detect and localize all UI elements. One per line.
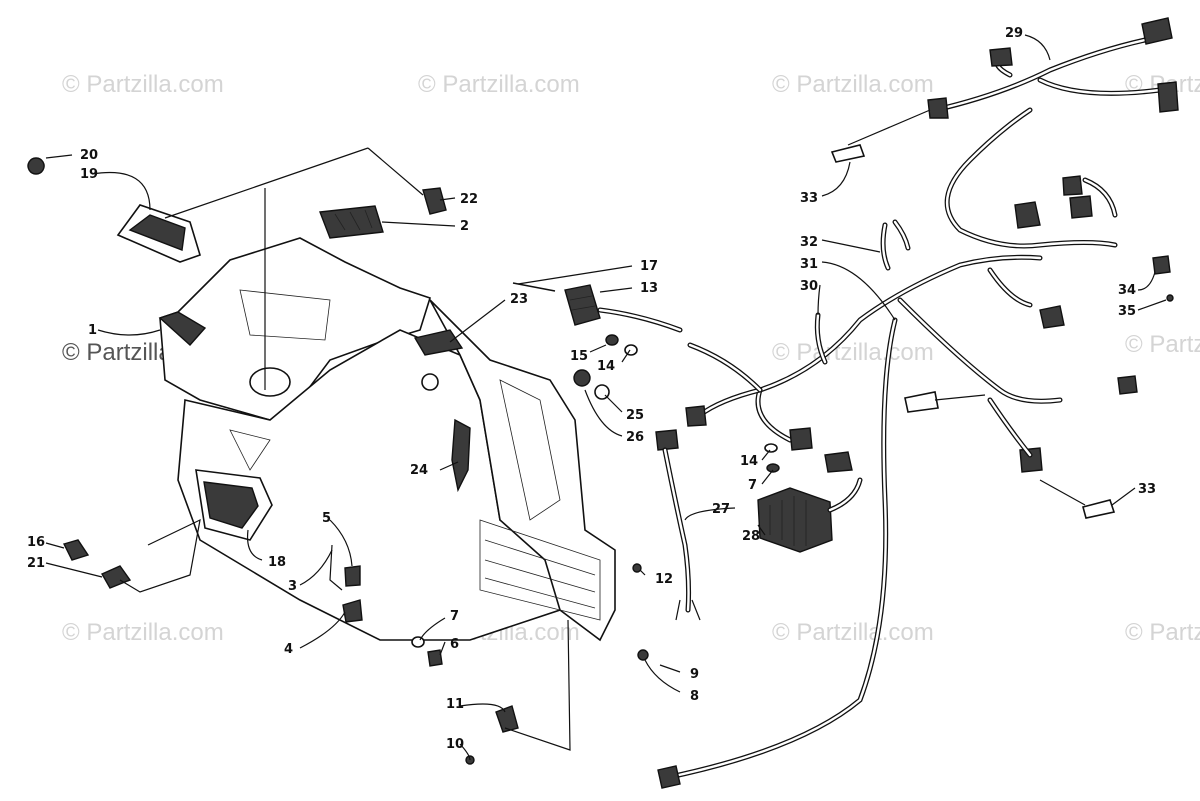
- callout-35: 35: [1118, 304, 1136, 319]
- callout-28: 28: [742, 529, 760, 544]
- part-2: [319, 205, 384, 239]
- wiring-harness: [655, 17, 1179, 789]
- upper-components: [27, 147, 447, 390]
- watermark: © Partzilla.com: [772, 71, 934, 98]
- callout-21: 21: [27, 556, 45, 571]
- callout-23: 23: [510, 292, 528, 307]
- part-22: [422, 187, 447, 215]
- part-16: [62, 539, 90, 561]
- watermark: © Partzilla.com: [62, 619, 224, 646]
- callout-27: 27: [712, 502, 730, 517]
- watermark: © Partzilla.com: [62, 71, 224, 98]
- callout-18: 18: [268, 555, 286, 570]
- callout-leaders: [45, 34, 1167, 761]
- callout-6: 6: [450, 637, 459, 652]
- callout-34: 34: [1118, 283, 1136, 298]
- callout-8: 8: [690, 689, 699, 704]
- switch-components: [512, 282, 683, 400]
- callout-12: 12: [655, 572, 673, 587]
- callout-24: 24: [410, 463, 428, 478]
- part-5: [344, 565, 361, 587]
- watermark: © Partzilla.com: [418, 71, 580, 98]
- callout-7: 7: [748, 478, 757, 493]
- callout-15: 15: [570, 349, 588, 364]
- callout-14: 14: [740, 454, 758, 469]
- callout-1: 1: [88, 323, 97, 338]
- callout-17: 17: [640, 259, 658, 274]
- callout-14: 14: [597, 359, 615, 374]
- part-13: [564, 284, 601, 326]
- watermark: © Partzilla.com: [772, 619, 934, 646]
- callout-20: 20: [80, 148, 98, 163]
- callout-16: 16: [27, 535, 45, 550]
- callout-9: 9: [690, 667, 699, 682]
- part-4: [342, 599, 363, 623]
- callout-5: 5: [322, 511, 331, 526]
- watermark: © Partzilla.com: [1125, 619, 1200, 646]
- watermark: © Partzilla.com: [772, 339, 934, 366]
- callout-3: 3: [288, 579, 297, 594]
- callout-33: 33: [1138, 482, 1156, 497]
- callout-25: 25: [626, 408, 644, 423]
- part-11: [495, 705, 519, 733]
- callout-30: 30: [800, 279, 818, 294]
- callout-11: 11: [446, 697, 464, 712]
- lower-hardware: [62, 518, 649, 765]
- callout-2: 2: [460, 219, 469, 234]
- callout-33: 33: [800, 191, 818, 206]
- callout-31: 31: [800, 257, 818, 272]
- callout-22: 22: [460, 192, 478, 207]
- part-20: [27, 157, 45, 175]
- callout-29: 29: [1005, 26, 1023, 41]
- part-21: [101, 565, 132, 589]
- watermark: © Partzilla.com: [1125, 331, 1200, 358]
- callout-labels: 20 19 22 2 1 23 17 13 15 14 25 26 24 18 …: [27, 26, 1156, 752]
- console-housing: [158, 237, 616, 642]
- callout-26: 26: [626, 430, 644, 445]
- callout-32: 32: [800, 235, 818, 250]
- callout-7: 7: [450, 609, 459, 624]
- callout-19: 19: [80, 167, 98, 182]
- callout-10: 10: [446, 737, 464, 752]
- callout-13: 13: [640, 281, 658, 296]
- callout-4: 4: [284, 642, 293, 657]
